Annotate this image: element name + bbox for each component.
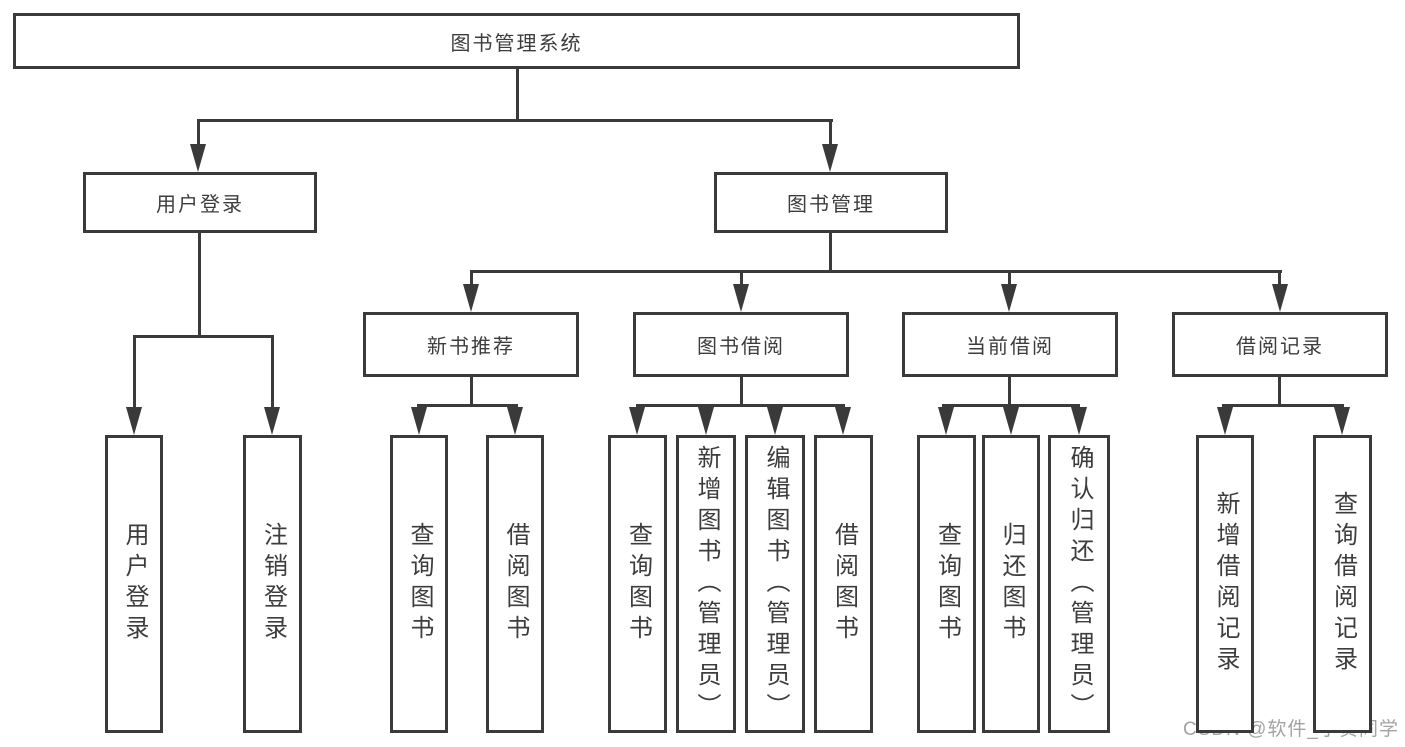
node-label: 归还图书 <box>998 522 1025 646</box>
arrow-down-icon <box>190 144 206 172</box>
arrow-down-icon <box>463 284 479 312</box>
arrow-down-icon <box>938 407 954 435</box>
node-cb-confirm-return: 确认归还（管理员） <box>1048 435 1110 733</box>
node-label: 当前借阅 <box>966 336 1054 358</box>
node-label: 编辑图书（管理员） <box>762 444 789 724</box>
node-label: 图书管理系统 <box>450 32 583 55</box>
node-bb-query-book: 查询图书 <box>608 435 667 733</box>
connector-line <box>1008 270 1011 286</box>
arrow-down-icon <box>733 284 749 312</box>
connector-line <box>197 119 200 147</box>
node-new-book-rec: 新书推荐 <box>363 312 579 377</box>
node-label: 新增借阅记录 <box>1212 491 1239 677</box>
node-login: 用户登录 <box>105 435 163 733</box>
arrow-down-icon <box>835 407 851 435</box>
node-label: 查询借阅记录 <box>1329 491 1357 677</box>
node-book-borrow: 图书借阅 <box>633 312 849 377</box>
connector-line <box>1278 270 1281 286</box>
connector-line <box>133 335 136 409</box>
connector-line <box>942 404 1080 407</box>
connector-line <box>470 270 1282 273</box>
arrow-down-icon <box>126 407 142 435</box>
node-logout: 注销登录 <box>243 435 302 733</box>
node-bb-edit-book-admin: 编辑图书（管理员） <box>745 435 805 733</box>
arrow-down-icon <box>629 407 645 435</box>
connector-line <box>271 335 274 409</box>
node-label: 注销登录 <box>259 522 287 646</box>
node-label: 图书借阅 <box>697 336 785 358</box>
node-label: 查询图书 <box>406 522 433 646</box>
node-label: 借阅图书 <box>502 522 529 646</box>
node-label: 新书推荐 <box>427 336 515 358</box>
node-label: 借阅记录 <box>1236 336 1324 358</box>
node-label: 确认归还（管理员） <box>1066 444 1093 724</box>
connector-line <box>470 376 473 406</box>
node-nbr-query-book: 查询图书 <box>390 435 448 733</box>
connector-line <box>133 335 274 338</box>
connector-line <box>197 119 833 122</box>
node-borrow-record: 借阅记录 <box>1172 312 1388 377</box>
arrow-down-icon <box>1272 284 1288 312</box>
connector-line <box>516 69 519 122</box>
arrow-down-icon <box>1334 407 1350 435</box>
node-label: 用户登录 <box>121 522 148 646</box>
connector-line <box>198 233 201 338</box>
node-user-login: 用户登录 <box>83 172 317 233</box>
connector-line <box>1278 376 1281 406</box>
node-current-borrow: 当前借阅 <box>902 312 1118 377</box>
node-label: 借阅图书 <box>830 522 858 646</box>
connector-line <box>1008 376 1011 406</box>
connector-line <box>636 404 845 407</box>
arrow-down-icon <box>767 407 783 435</box>
node-br-add-record: 新增借阅记录 <box>1196 435 1254 733</box>
arrow-down-icon <box>1071 407 1087 435</box>
arrow-down-icon <box>1001 284 1017 312</box>
node-cb-return-book: 归还图书 <box>982 435 1040 733</box>
node-root: 图书管理系统 <box>13 13 1020 69</box>
arrow-down-icon <box>1217 407 1233 435</box>
connector-line <box>829 233 832 273</box>
node-label: 查询图书 <box>933 522 961 646</box>
node-bb-add-book-admin: 新增图书（管理员） <box>676 435 736 733</box>
arrow-down-icon <box>411 407 427 435</box>
arrow-down-icon <box>264 407 280 435</box>
connector-line <box>740 376 743 406</box>
connector-line <box>470 270 473 286</box>
node-label: 查询图书 <box>624 522 652 646</box>
node-label: 用户登录 <box>156 194 244 216</box>
arrow-down-icon <box>822 144 838 172</box>
connector-line <box>740 270 743 286</box>
connector-line <box>829 119 832 147</box>
node-bb-borrow-book: 借阅图书 <box>814 435 873 733</box>
arrow-down-icon <box>507 407 523 435</box>
connector-line <box>417 404 518 407</box>
node-br-query-record: 查询借阅记录 <box>1313 435 1372 733</box>
arrow-down-icon <box>698 407 714 435</box>
connector-line <box>1222 404 1344 407</box>
node-label: 图书管理 <box>787 194 875 216</box>
arrow-down-icon <box>1003 407 1019 435</box>
node-book-mgmt: 图书管理 <box>714 172 948 233</box>
node-nbr-borrow-book: 借阅图书 <box>486 435 544 733</box>
node-label: 新增图书（管理员） <box>693 444 720 724</box>
node-cb-query-book: 查询图书 <box>917 435 976 733</box>
